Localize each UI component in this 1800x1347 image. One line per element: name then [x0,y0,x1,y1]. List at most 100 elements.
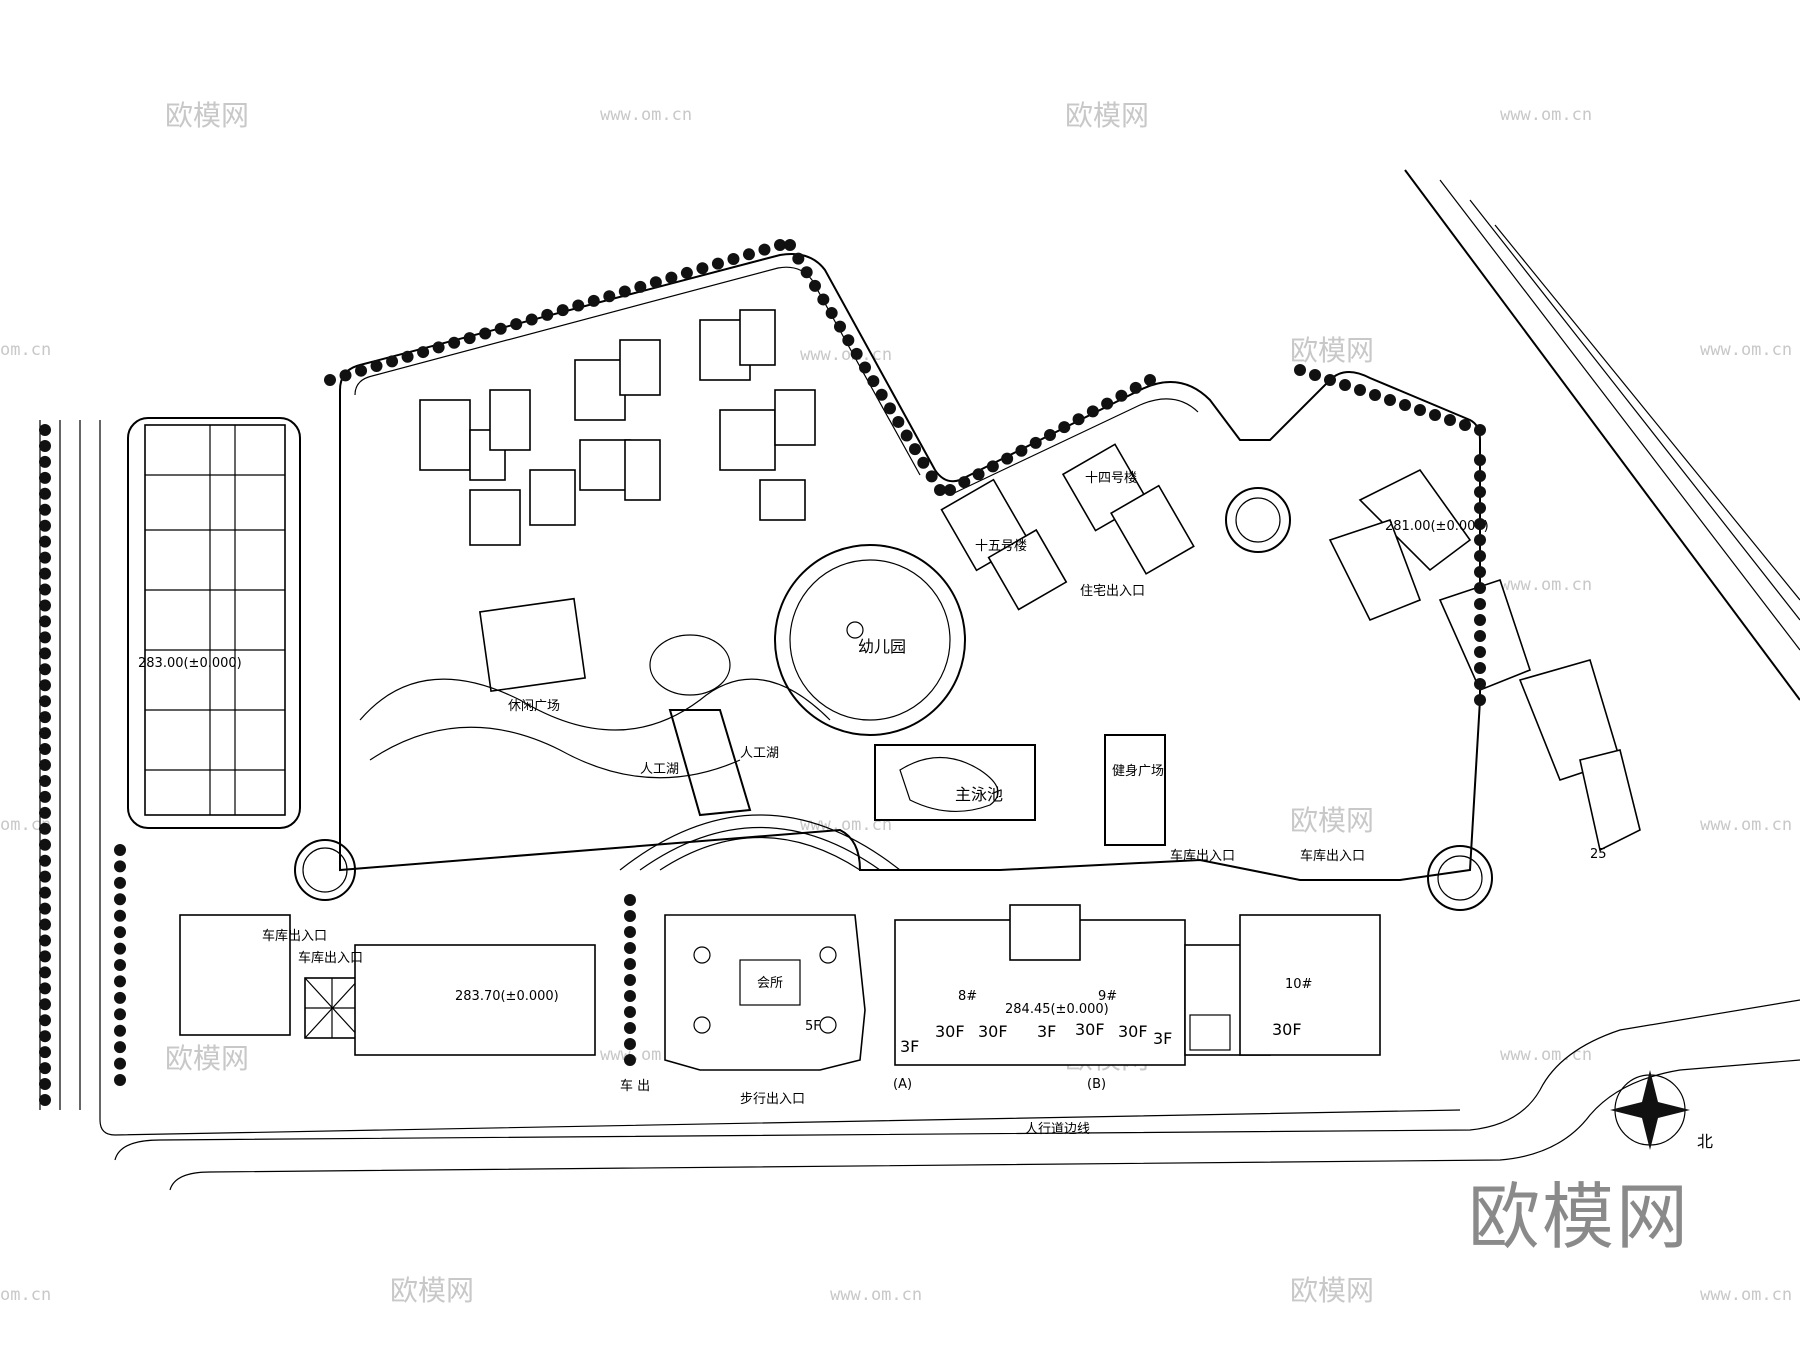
unit-count-label: 25 [1590,847,1607,862]
tree-symbol [1474,486,1486,498]
tree-symbol [1414,404,1426,416]
tree-symbol [39,424,51,436]
tree-symbol [114,1057,126,1070]
tree-symbol [463,332,476,345]
tree-symbol [39,631,51,644]
tree-symbol [39,950,51,963]
tree-symbol [39,806,51,819]
tree-symbol [800,266,813,279]
tree-symbol [39,759,51,771]
tree-symbol [859,361,871,374]
watermark-url: www.om.cn [800,345,892,365]
tree-symbol [39,934,51,947]
tree-symbol [1474,518,1486,530]
tree-symbol [624,958,636,970]
unit-10-label: 10# [1285,977,1312,992]
watermark-url: om.cn [0,340,51,360]
tree-symbol [1474,614,1486,626]
tree-symbol [1309,369,1321,381]
floors-label: 30F [935,1022,965,1041]
tree-symbol [114,926,126,939]
floors-label: 30F [1272,1020,1302,1039]
tree-symbol [114,844,126,856]
tree-symbol [1044,429,1056,441]
tree-symbol [1384,394,1396,406]
main-pool-label: 主泳池 [955,785,1003,804]
tree-symbol [39,982,51,995]
unit-8-label: 8# [958,989,977,1004]
garage-entrance-label: 车库出入口 [298,950,363,966]
leisure-plaza-label: 休闲广场 [508,699,560,714]
tree-symbol [834,320,846,333]
tree-symbol [39,822,51,835]
watermark-url: www.om.cn [1700,815,1792,835]
tree-symbol [680,266,693,279]
tree-symbol [727,252,740,265]
tree-symbol [114,1024,126,1037]
tree-symbol [479,327,492,340]
tree-symbol [39,790,51,803]
watermark-url: www.om.cn [1700,1285,1792,1305]
tree-symbol [39,727,51,740]
tree-symbol [525,313,538,326]
tree-symbol [39,1030,51,1043]
tree-symbol [572,299,585,312]
tree-symbol [1369,389,1381,401]
tree-symbol [649,276,662,289]
tree-symbol [39,647,51,660]
tree-symbol [324,374,336,386]
tree-symbol [1474,646,1486,658]
building-15-label: 十五号楼 [975,539,1027,554]
tree-symbol [925,470,938,483]
watermark-url: om.cn [0,1285,51,1305]
tree-symbol [1474,424,1486,436]
tree-symbol [39,711,51,724]
tree-symbol [1474,502,1486,514]
tree-symbol [842,334,855,347]
tree-symbol [39,886,51,899]
roundabouts [294,487,1493,911]
buildings-14-15: 十五号楼 十四号楼 住宅出入口 [940,443,1195,611]
tree-symbol [39,695,51,708]
tree-symbol [665,271,678,284]
tree-symbol [1072,413,1085,426]
tree-symbol [624,1038,636,1050]
section-mark: (B) [1087,1077,1106,1092]
floors-label: 5F [805,1019,821,1034]
watermark-text: 欧模网 [1065,99,1149,132]
watermark-text: 欧模网 [390,1274,474,1307]
tree-symbol [884,402,896,415]
tree-symbol [1399,399,1411,411]
tree-symbol [1339,379,1351,391]
fitness-plaza-label: 健身广场 [1112,763,1164,779]
tree-symbol [448,336,461,349]
watermark-url: www.om.cn [1500,105,1592,125]
tree-symbol [986,460,999,473]
tree-symbol [114,991,126,1004]
watermark-layer: 欧模网 www.om.cn 欧模网 www.om.cn om.cn www.om… [0,99,1792,1307]
tree-symbol [1129,381,1142,394]
tree-symbol [39,535,51,548]
tree-symbol [355,364,368,377]
watermark-url: www.om.cn [1500,575,1592,595]
watermark-url: www.om.cn [800,815,892,835]
residential-entrance-label: 住宅出入口 [1080,584,1145,599]
tree-symbol [900,429,913,442]
watermark-url: www.om.cn [830,1285,922,1305]
tree-symbol [39,998,51,1011]
tree-symbol [1086,405,1099,418]
tree-symbol [817,293,830,306]
tree-symbol [825,307,838,320]
left-residential-block: 283.00(±0.000) [127,417,301,829]
car-exit-label: 车 出 [620,1078,650,1094]
tree-symbol [114,1041,126,1054]
tree-symbol [624,1054,636,1066]
tree-symbol [1474,694,1486,706]
tree-symbol [624,910,636,922]
tree-symbol [39,679,51,692]
tree-symbol [39,599,51,612]
tree-symbol [114,942,126,955]
tree-symbol [1444,414,1456,426]
tree-symbol [114,1074,126,1086]
tree-symbol [1474,566,1486,578]
